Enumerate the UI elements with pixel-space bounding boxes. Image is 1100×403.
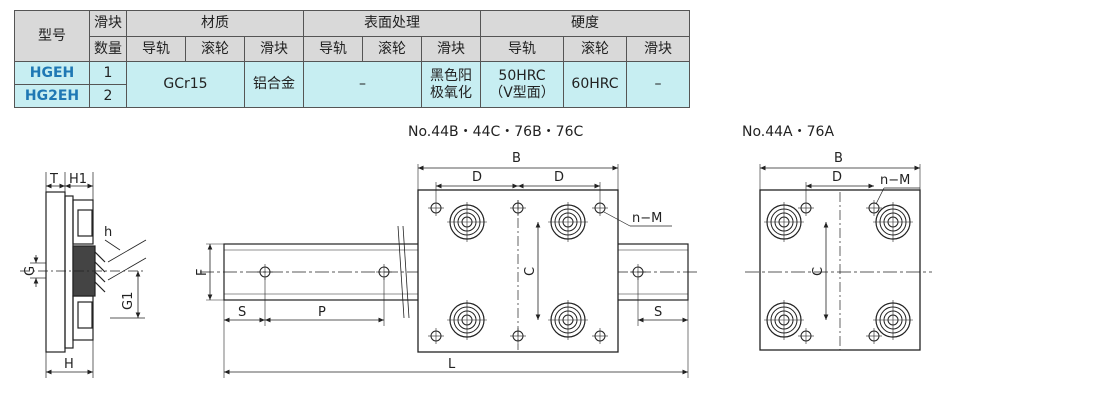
dim-b-right: B [834,151,843,166]
dim-s-right: S [654,305,662,320]
surface-guide-roller: – [303,61,422,108]
dim-d1-mid: D [472,170,482,185]
material-guide-roller: GCr15 [126,61,245,108]
sub-mat-slider: 滑块 [244,35,304,62]
hardness-guide: 50HRC （V型面） [480,61,564,108]
dim-nm-right: n−M [880,173,910,188]
sub-surf-guide: 导轨 [303,35,363,62]
dim-c-mid: C [523,267,538,276]
spec-table: 型号 滑块 材质 表面处理 硬度 数量 导轨 滚轮 滑块 导轨 滚轮 滑块 导轨… [14,10,690,108]
carriage-a [745,189,932,351]
sub-surf-roller: 滚轮 [362,35,422,62]
header-surface: 表面处理 [303,10,481,37]
dim-d2-mid: D [554,170,564,185]
dim-nm-mid: n−M [632,211,662,226]
title-view-a: No.44A・76A [742,124,834,140]
dim-h: H [64,357,74,372]
header-model: 型号 [14,10,90,62]
count-hgeh: 1 [89,61,127,85]
side-view [20,172,147,378]
hardness-guide-line1: 50HRC [498,68,546,85]
dim-f: F [195,269,210,276]
hardness-roller: 60HRC [563,61,627,108]
sub-hard-slider: 滑块 [626,35,690,62]
header-count-2: 数量 [89,35,127,62]
dim-s-left: S [238,305,246,320]
sub-mat-guide: 导轨 [126,35,186,62]
dim-l: L [448,357,456,372]
title-view-b: No.44B・44C・76B・76C [408,124,583,140]
sub-hard-roller: 滚轮 [563,35,627,62]
model-hgeh: HGEH [14,61,90,85]
dim-h1: H1 [69,172,87,187]
hardness-slider: – [626,61,690,108]
dim-g1: G1 [121,292,136,310]
dim-d-right: D [832,170,842,185]
surface-slider-line2: 极氧化 [430,84,472,101]
surface-slider: 黑色阳 极氧化 [421,61,481,108]
dim-t: T [49,172,58,187]
header-hardness: 硬度 [480,10,690,37]
dim-b-mid: B [512,151,521,166]
dim-g: G [23,266,38,276]
dim-c-right: C [811,267,826,276]
dim-p: P [318,305,326,320]
hardness-guide-line2: （V型面） [489,84,555,101]
count-hg2eh: 2 [89,84,127,108]
surface-slider-line1: 黑色阳 [430,68,472,85]
sub-mat-roller: 滚轮 [185,35,245,62]
dim-h-small: h [104,225,112,240]
